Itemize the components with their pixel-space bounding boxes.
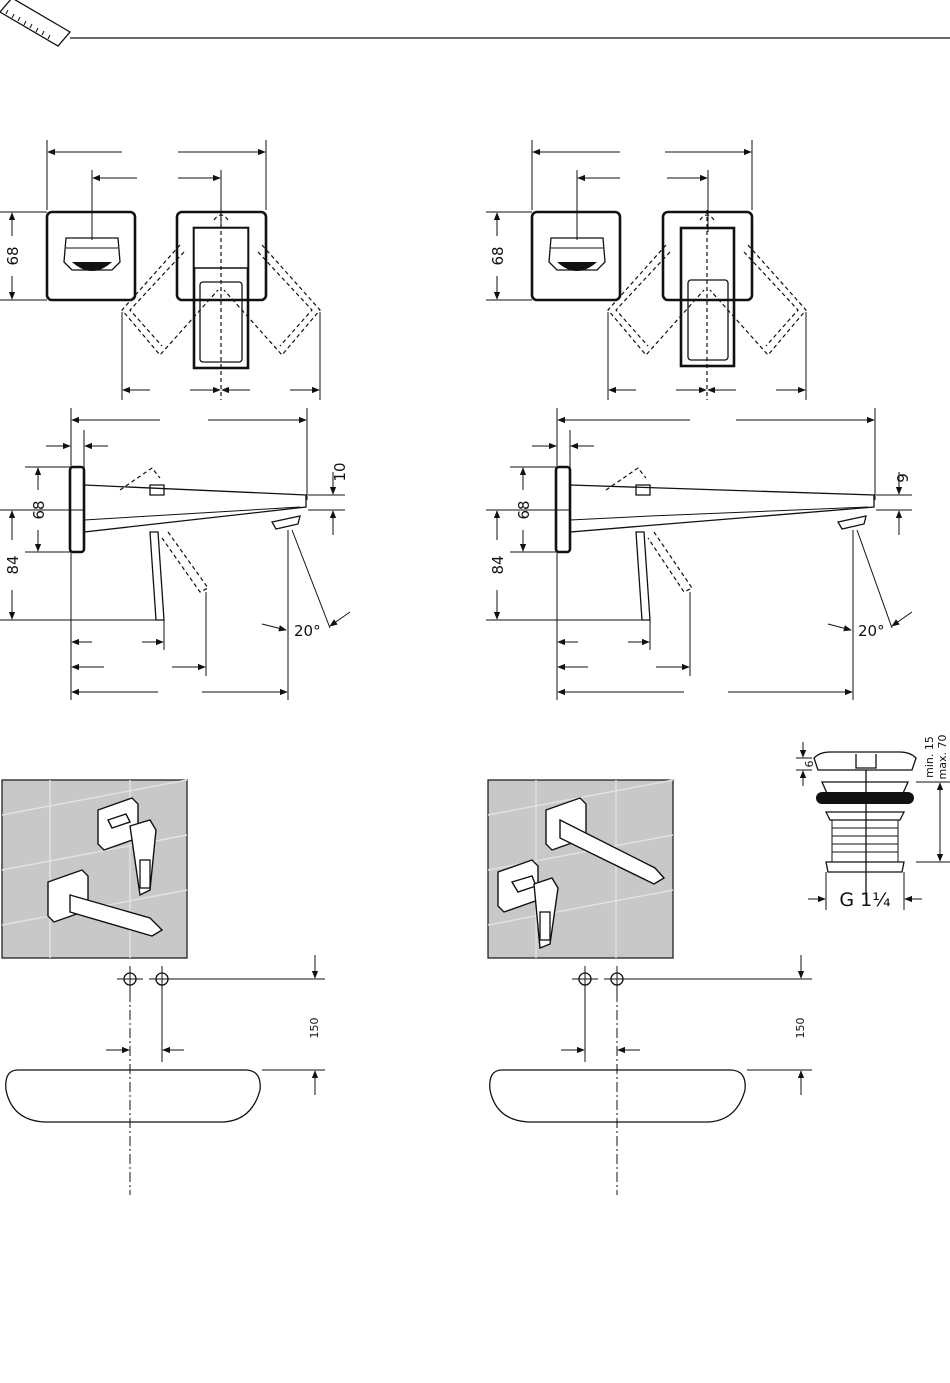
left-body-height: 84	[4, 555, 22, 574]
right-spout-drop: 9	[894, 473, 912, 483]
ruler-icon	[0, 0, 70, 46]
waste-cap-dimension: 6	[803, 761, 816, 768]
right-top-view: 68	[486, 140, 806, 400]
right-side-view: 9 68 84 20°	[486, 408, 912, 700]
header	[0, 0, 950, 46]
basin-mixer-illustration-left	[2, 780, 187, 958]
left-side-view: 10 68 84 20°	[0, 408, 350, 700]
waste-valve-drawing: 6 min. 15 max. 70 G 1¼	[796, 735, 950, 911]
left-top-view: 68	[0, 140, 320, 400]
right-basin-layout: 150	[490, 955, 812, 1195]
right-hole-offset: 150	[794, 1018, 807, 1039]
waste-min-dimension: min. 15	[923, 736, 936, 778]
left-top-plate-height: 68	[4, 246, 22, 265]
right-body-height: 84	[489, 555, 507, 574]
left-side-plate-height: 68	[30, 500, 48, 519]
waste-thread-label: G 1¼	[839, 889, 890, 911]
right-top-plate-height: 68	[489, 246, 507, 265]
left-hole-offset: 150	[308, 1018, 321, 1039]
left-spray-angle: 20°	[294, 622, 321, 640]
basin-mixer-illustration-right	[488, 780, 673, 958]
waste-max-dimension: max. 70	[936, 735, 949, 780]
right-side-plate-height: 68	[515, 500, 533, 519]
left-basin-layout: 150	[6, 955, 325, 1195]
left-spout-drop: 10	[331, 462, 349, 481]
right-spray-angle: 20°	[858, 622, 885, 640]
